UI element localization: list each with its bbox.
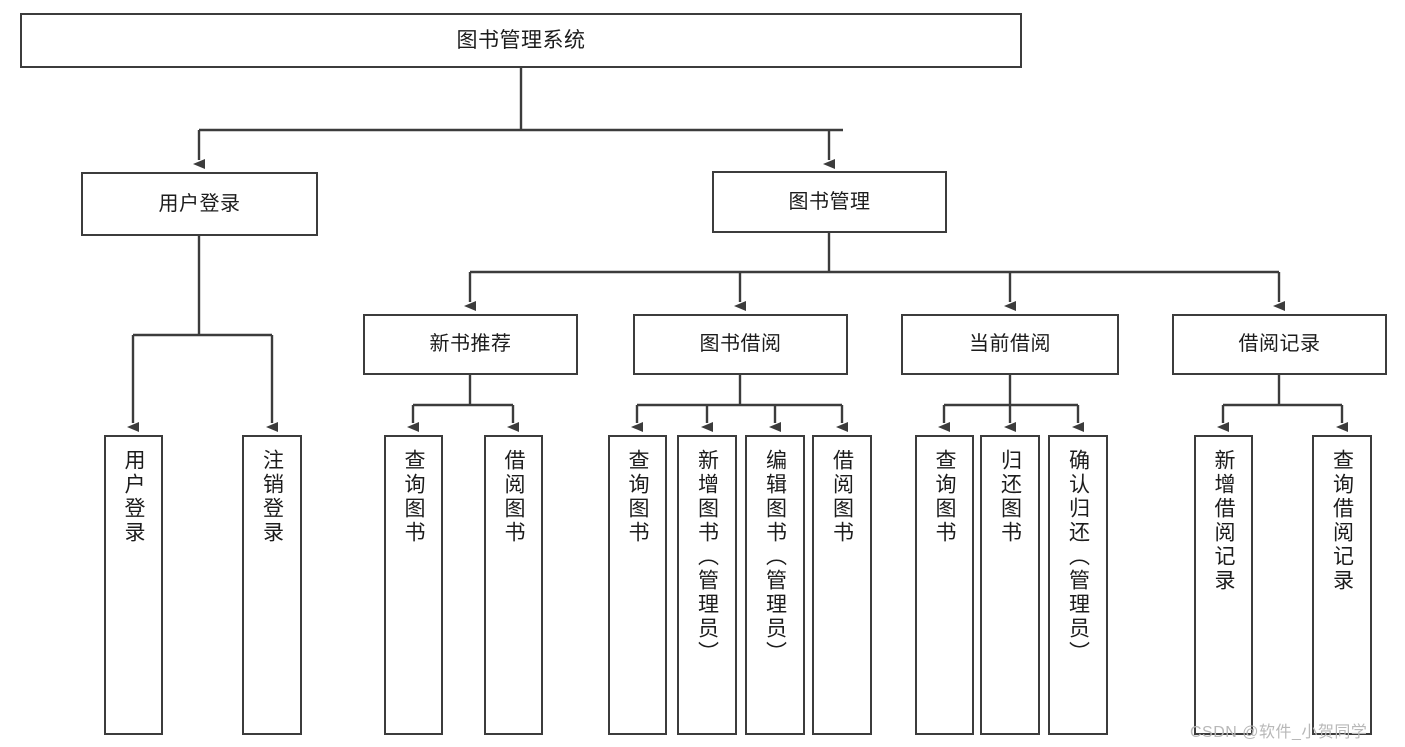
- node-label: 查询图书: [626, 449, 649, 545]
- node-label: 图书管理系统: [456, 28, 586, 52]
- node-label: 图书管理: [788, 190, 871, 213]
- node-borrow-record[interactable]: 借阅记录: [1172, 314, 1387, 375]
- node-label: 用户登录: [158, 192, 241, 215]
- node-label: 借阅图书: [502, 449, 525, 545]
- leaf-query-book-recommend[interactable]: 查询图书: [384, 435, 443, 735]
- node-label: 新书推荐: [429, 333, 512, 356]
- leaf-query-book-current[interactable]: 查询图书: [915, 435, 974, 735]
- node-current-borrow[interactable]: 当前借阅: [901, 314, 1119, 375]
- node-label: 确认归还（管理员）: [1066, 449, 1090, 665]
- node-user-login[interactable]: 用户登录: [81, 172, 318, 236]
- node-book-management[interactable]: 图书管理: [712, 171, 947, 233]
- csdn-watermark: CSDN @软件_小贺同学: [1190, 724, 1368, 741]
- leaf-query-borrow-record[interactable]: 查询借阅记录: [1312, 435, 1372, 735]
- leaf-user-logout[interactable]: 注销登录: [242, 435, 302, 735]
- node-label: 编辑图书（管理员）: [763, 449, 787, 665]
- leaf-return-book[interactable]: 归还图书: [980, 435, 1040, 735]
- leaf-add-book-admin[interactable]: 新增图书（管理员）: [677, 435, 737, 735]
- node-new-book-recommend[interactable]: 新书推荐: [363, 314, 578, 375]
- node-label: 新增图书（管理员）: [695, 449, 719, 665]
- node-book-borrow[interactable]: 图书借阅: [633, 314, 848, 375]
- node-root-system[interactable]: 图书管理系统: [20, 13, 1022, 68]
- leaf-confirm-return-admin[interactable]: 确认归还（管理员）: [1048, 435, 1108, 735]
- leaf-borrow-book[interactable]: 借阅图书: [812, 435, 872, 735]
- node-label: 归还图书: [998, 449, 1022, 545]
- node-label: 借阅图书: [830, 449, 854, 545]
- leaf-user-login[interactable]: 用户登录: [104, 435, 163, 735]
- node-label: 用户登录: [122, 449, 145, 545]
- node-label: 查询图书: [402, 449, 425, 545]
- leaf-query-book-borrow[interactable]: 查询图书: [608, 435, 667, 735]
- node-label: 注销登录: [260, 449, 284, 545]
- node-label: 图书借阅: [699, 333, 782, 356]
- leaf-borrow-book-recommend[interactable]: 借阅图书: [484, 435, 543, 735]
- node-label: 新增借阅记录: [1212, 449, 1235, 593]
- leaf-edit-book-admin[interactable]: 编辑图书（管理员）: [745, 435, 805, 735]
- node-label: 当前借阅: [969, 333, 1051, 356]
- node-label: 查询图书: [933, 449, 956, 545]
- leaf-add-borrow-record[interactable]: 新增借阅记录: [1194, 435, 1253, 735]
- node-label: 借阅记录: [1238, 333, 1321, 356]
- node-label: 查询借阅记录: [1330, 449, 1354, 593]
